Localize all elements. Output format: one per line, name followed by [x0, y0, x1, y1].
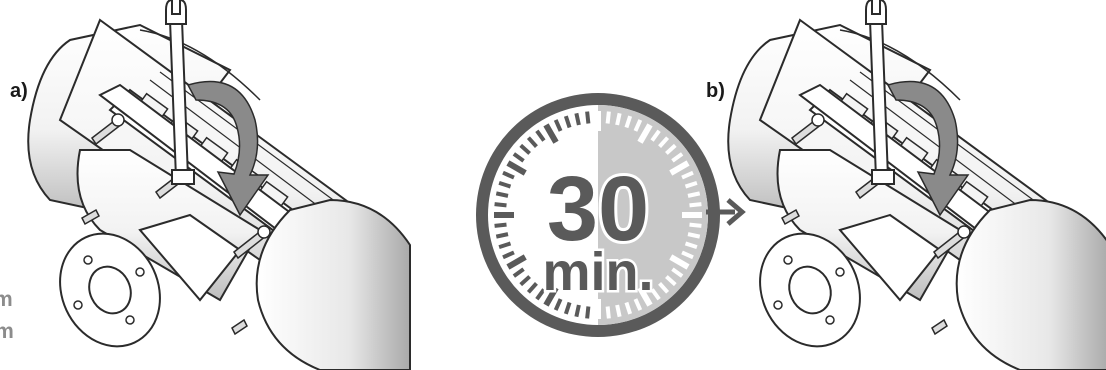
stopwatch-tick	[608, 112, 609, 124]
step-a-label: a)	[10, 80, 28, 103]
stopwatch-tick	[587, 112, 588, 124]
stopwatch-tick	[496, 234, 508, 236]
stopwatch-tick	[689, 225, 701, 226]
stopwatch-tick	[495, 225, 507, 226]
stopwatch-tick	[496, 193, 508, 195]
stopwatch-icon: 30 min.	[476, 93, 720, 337]
assembly-step-a	[28, 0, 410, 370]
stopwatch-tick	[608, 306, 609, 318]
stopwatch-tick	[576, 113, 578, 125]
stopwatch-tick	[688, 193, 700, 195]
stopwatch-tick	[688, 234, 700, 236]
assembly-step-b	[728, 0, 1106, 370]
stopwatch-tick	[617, 113, 619, 125]
step-b-label: b)	[706, 80, 725, 103]
stopwatch-tick	[689, 204, 701, 205]
stopwatch-tick	[576, 305, 578, 317]
stopwatch-tick	[617, 305, 619, 317]
timer-unit: min.	[542, 242, 653, 302]
stopwatch-tick	[587, 306, 588, 318]
torque-unit-line-2: Nm	[0, 320, 14, 344]
stopwatch-tick	[495, 204, 507, 205]
torque-unit-line-1: m	[0, 288, 13, 312]
